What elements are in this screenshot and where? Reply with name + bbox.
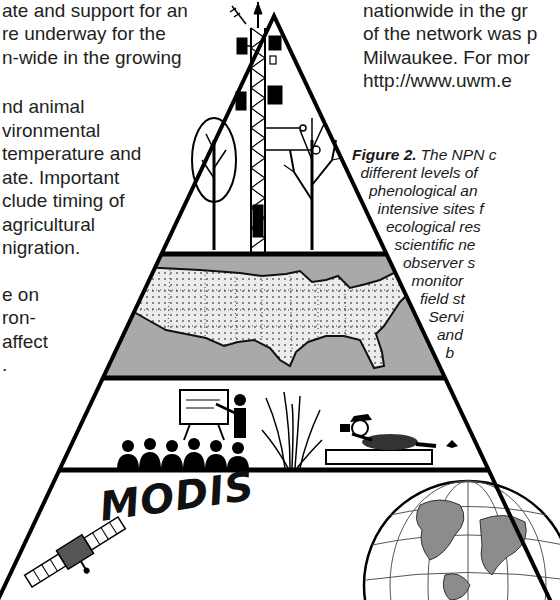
body-text-line: . <box>2 354 7 376</box>
body-text-line: vironmental <box>2 120 100 142</box>
body-text-line: ate and support for an <box>2 0 188 22</box>
body-text-line: n-wide in the growing <box>2 47 182 69</box>
pyramid-outline <box>0 16 551 600</box>
caption-line: ecological res <box>386 218 481 236</box>
caption-line: The NPN c <box>421 146 497 164</box>
instrument-label: MODIS <box>97 463 258 530</box>
body-text-line: re underway for the <box>2 23 166 45</box>
classroom-scene <box>117 390 249 470</box>
caption-line: scientific ne <box>395 236 476 254</box>
caption-line: monitor <box>412 272 464 290</box>
caption-line: different levels of <box>361 164 478 182</box>
body-text-line: of the network was p <box>363 23 537 45</box>
people-band <box>59 378 488 470</box>
url-text: http://www.uwm.e <box>363 70 512 92</box>
body-text-line: nationwide in the gr <box>363 0 528 22</box>
band-separator <box>59 254 488 470</box>
flux-tower <box>230 2 320 252</box>
body-text-line: clude timing of <box>2 190 125 212</box>
caption-line: and <box>437 326 463 344</box>
earth-globe <box>364 481 560 600</box>
body-text-line: ate. Important <box>2 167 119 189</box>
caption-line: field st <box>420 290 465 308</box>
body-text-line: ron- <box>2 307 36 329</box>
body-text-line: Milwaukee. For mor <box>363 47 530 69</box>
body-text-line: nigration. <box>2 237 80 259</box>
body-text-line: temperature and <box>2 143 141 165</box>
body-text-line: nd animal <box>2 96 84 118</box>
body-text-line: agricultural <box>2 214 95 236</box>
figure-number: Figure 2. <box>352 146 417 164</box>
body-text-line: affect <box>2 331 48 353</box>
body-text-line: e on <box>2 284 39 306</box>
top-band <box>162 16 387 254</box>
caption-line: observer s <box>403 254 475 272</box>
caption-line: Servi <box>429 308 464 326</box>
birdwatcher <box>326 414 458 464</box>
caption-line: b <box>446 344 455 362</box>
caption-line: phenological an <box>369 182 478 200</box>
leafy-tree <box>192 118 236 250</box>
us-map <box>120 264 424 368</box>
caption-line: intensive sites f <box>378 200 484 218</box>
grass-tuft <box>262 392 322 468</box>
